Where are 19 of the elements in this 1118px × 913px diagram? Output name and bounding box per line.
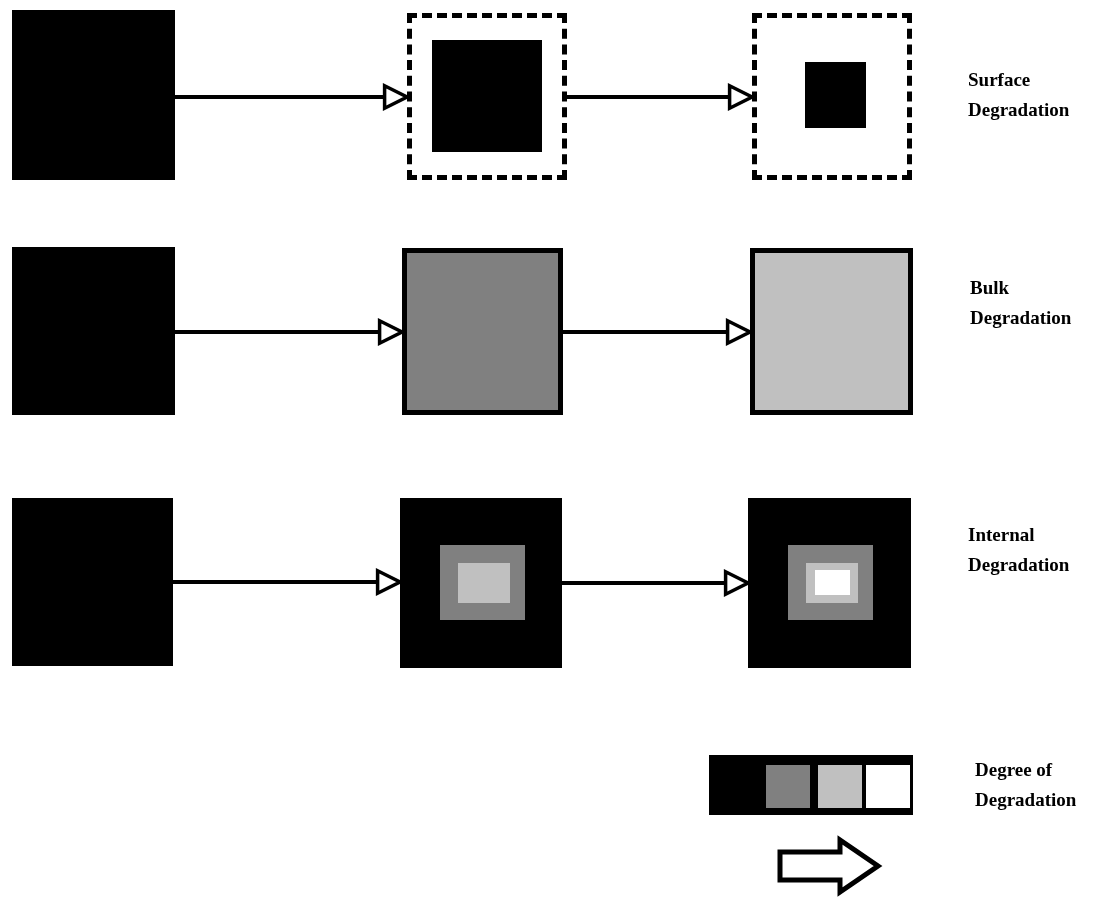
sample-drawing [12,498,173,666]
sample-drawing [12,10,175,180]
arrow [562,570,750,596]
arrow [175,84,409,110]
sample-drawing [400,498,562,668]
row-label: Degree of Degradation [975,758,1078,812]
row-label: Surface Degradation [968,68,1071,122]
sample-drawing [12,247,175,415]
sample-drawing [752,13,912,180]
arrow [563,319,752,345]
row-label: Internal Degradation [968,523,1071,577]
row-label: Bulk Degradation [970,276,1073,330]
sample-drawing [407,13,567,180]
arrow [175,319,404,345]
sample-drawing [748,498,911,668]
arrow [173,569,402,595]
sample-drawing [750,248,913,415]
sample-drawing [402,248,563,415]
arrow [567,84,754,110]
